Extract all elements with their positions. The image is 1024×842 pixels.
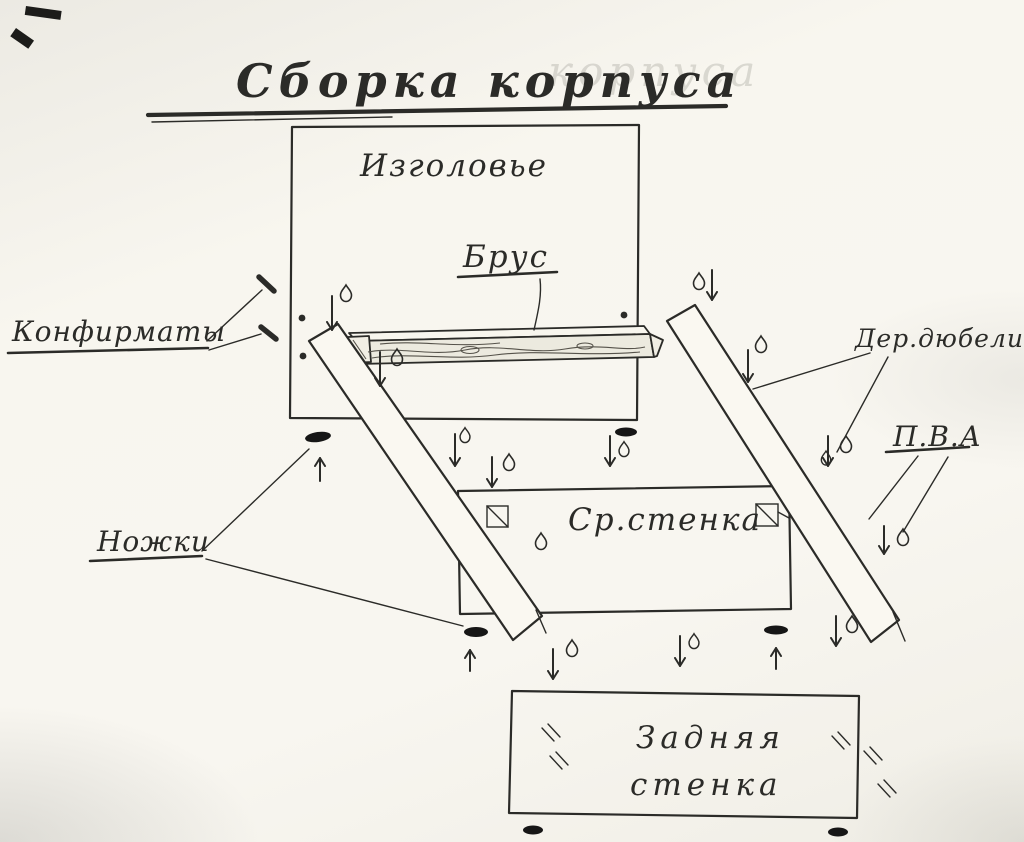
back-wall-outline bbox=[507, 689, 861, 820]
pva-underline bbox=[884, 445, 971, 454]
back-wall-panel: Задняя стенка bbox=[507, 689, 897, 820]
glue-drop-icon bbox=[618, 440, 630, 458]
dowels-pointer-line bbox=[836, 356, 889, 453]
wood-knot bbox=[460, 345, 480, 355]
leg-foot bbox=[828, 827, 848, 837]
beam-pointer-line bbox=[533, 278, 542, 331]
end-grain bbox=[352, 339, 367, 360]
beam-underline bbox=[456, 270, 559, 279]
dowel-hole-mark bbox=[755, 503, 779, 527]
label-headboard: Изголовье bbox=[359, 148, 548, 184]
leg-foot bbox=[305, 431, 331, 443]
glue-drop-icon bbox=[339, 284, 353, 303]
confirmats-block: Конфирматы bbox=[6, 274, 279, 355]
pva-pointer-line bbox=[902, 456, 949, 533]
hatch-pair bbox=[863, 746, 883, 765]
label-back-wall-line1: Задняя bbox=[636, 720, 785, 756]
glue-drop-icon bbox=[692, 272, 706, 291]
label-beam: Брус bbox=[462, 239, 549, 275]
legs-pointer-line bbox=[205, 558, 464, 627]
confirmat-dot bbox=[620, 311, 628, 319]
right-side-board bbox=[665, 303, 901, 644]
wood-grain bbox=[367, 346, 646, 353]
glue-drop-icon bbox=[820, 450, 832, 466]
beam-label-block: Брус bbox=[456, 239, 559, 331]
confirmat-screw-icon bbox=[258, 324, 279, 342]
page-title: Сборка корпуса bbox=[236, 54, 742, 108]
legs-underline bbox=[88, 554, 204, 563]
beam-right-tip bbox=[649, 333, 664, 358]
label-middle-wall: Ср.стенка bbox=[568, 502, 762, 538]
board-stroke-overshoot bbox=[892, 611, 906, 642]
label-wood-dowels: Дер.дюбели bbox=[854, 324, 1024, 353]
confirmats-pointer-line bbox=[206, 289, 263, 342]
glue-drop-icon bbox=[839, 435, 853, 454]
legs-pointer-line bbox=[201, 448, 310, 552]
title-block: корпуса Сборка корпуса bbox=[145, 47, 760, 123]
hatch-pair bbox=[831, 731, 851, 750]
scan-mark bbox=[24, 5, 62, 20]
title-ghost-text: корпуса bbox=[548, 47, 760, 96]
confirmat-dot bbox=[299, 352, 307, 360]
dowel-hole-diagonal bbox=[755, 503, 779, 527]
label-legs: Ножки bbox=[96, 525, 210, 558]
title-underline-echo bbox=[151, 116, 393, 123]
glue-drop-icon bbox=[565, 639, 579, 658]
leg-foot bbox=[523, 825, 543, 835]
glue-drop-icon bbox=[502, 453, 516, 472]
headboard-outline bbox=[288, 123, 641, 422]
confirmat-screw-icon bbox=[256, 274, 277, 294]
beam bbox=[347, 325, 664, 365]
dowel-hole-tick bbox=[777, 511, 790, 519]
wood-knot bbox=[576, 342, 594, 350]
dowel-hole-diagonal bbox=[486, 505, 509, 528]
leg-foot bbox=[615, 427, 637, 437]
label-confirmats: Конфирматы bbox=[11, 315, 226, 348]
board-stroke-overshoot bbox=[535, 609, 547, 634]
middle-wall-panel: Ср.стенка bbox=[456, 484, 793, 616]
scan-mark bbox=[10, 28, 35, 49]
hatch-marks bbox=[541, 723, 897, 798]
glue-drop-icon bbox=[534, 532, 548, 551]
left-side-board bbox=[307, 322, 544, 642]
glue-arrows-down bbox=[326, 269, 890, 680]
title-underline bbox=[145, 103, 729, 118]
pva-block: П.В.А bbox=[868, 420, 981, 533]
wood-grain bbox=[371, 351, 641, 359]
middle-wall-outline bbox=[456, 484, 793, 616]
hatch-pair bbox=[877, 779, 897, 798]
glue-drop-icon bbox=[459, 426, 471, 444]
label-back-wall-line2: стенка bbox=[630, 767, 783, 803]
glue-drop-icon bbox=[688, 632, 700, 650]
confirmats-underline bbox=[6, 346, 210, 355]
side-boards bbox=[307, 303, 906, 644]
dowels-pointer-line bbox=[752, 352, 871, 390]
legs-label-block: Ножки bbox=[88, 448, 464, 627]
glue-drop-icon bbox=[754, 335, 768, 354]
scan-artifacts bbox=[10, 5, 62, 49]
wood-dowels-block: Дер.дюбели bbox=[752, 324, 1024, 453]
legs-group bbox=[305, 427, 848, 837]
hatch-pair bbox=[549, 751, 569, 770]
dowel-hole-mark bbox=[486, 505, 509, 528]
leg-foot bbox=[764, 625, 788, 635]
hatch-pair bbox=[541, 723, 561, 742]
leg-foot bbox=[464, 627, 488, 637]
pva-pointer-line bbox=[868, 455, 919, 520]
wood-grain bbox=[379, 342, 501, 346]
headboard-panel: Изголовье bbox=[288, 123, 641, 422]
confirmats-pointer-line bbox=[208, 333, 262, 351]
leg-arrows-up bbox=[314, 457, 782, 672]
confirmat-dot bbox=[298, 314, 306, 322]
